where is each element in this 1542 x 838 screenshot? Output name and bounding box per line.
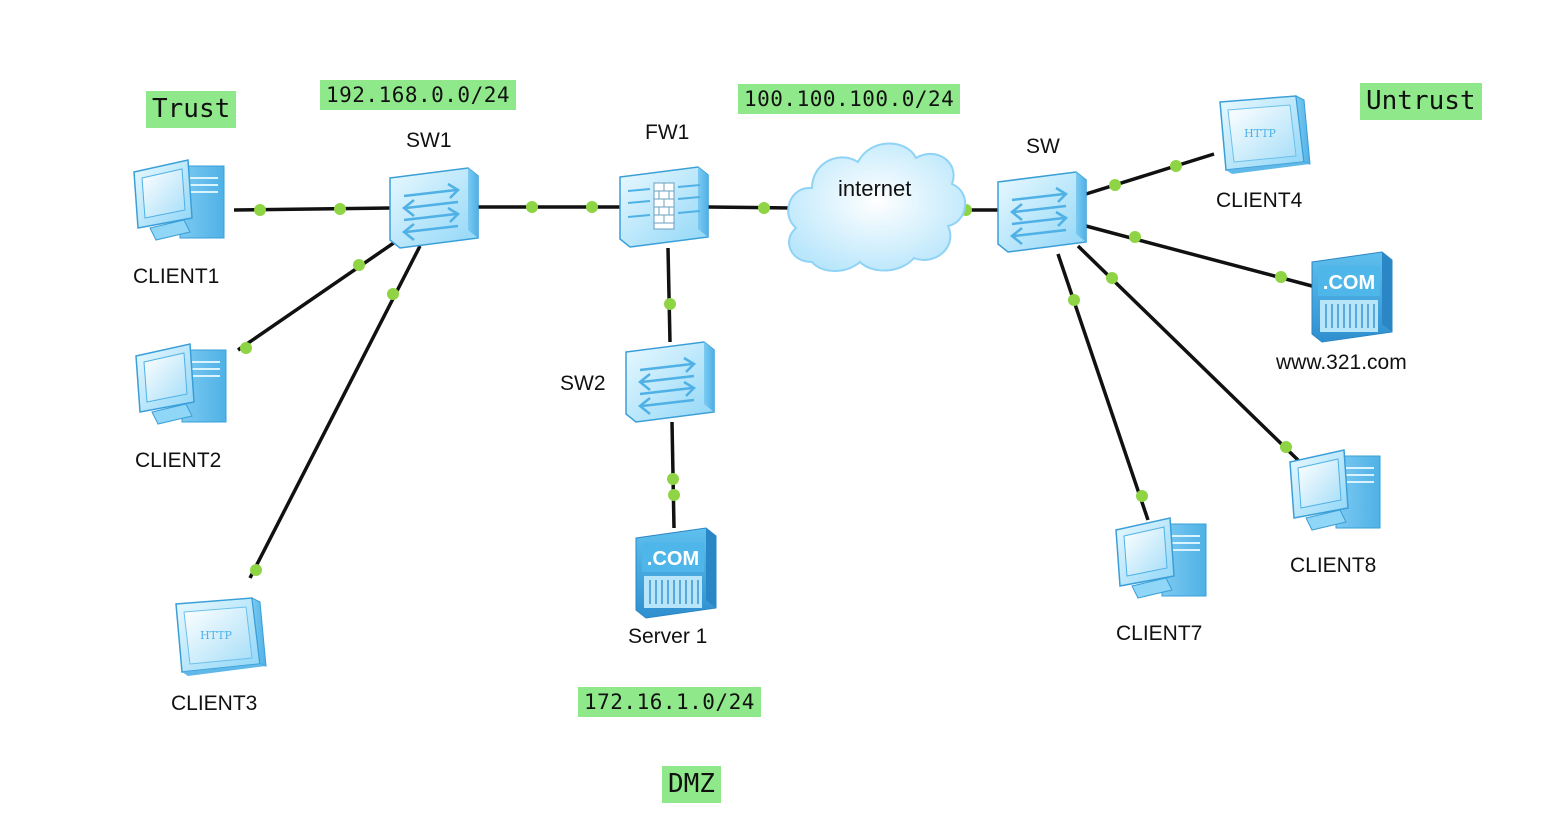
port-dot <box>1275 271 1287 283</box>
server1-label: Server 1 <box>628 625 708 648</box>
dmz-zone-label: DMZ <box>662 766 721 803</box>
client2-pc-icon[interactable] <box>135 343 227 425</box>
port-dot <box>1280 441 1292 453</box>
client3-label: CLIENT3 <box>171 692 258 715</box>
port-dot <box>664 298 676 310</box>
www-com-icon[interactable] <box>1311 251 1393 343</box>
link-sw-client7 <box>1056 253 1150 521</box>
fw1-label: FW1 <box>645 121 690 144</box>
client1-label: CLIENT1 <box>133 265 220 288</box>
sw2-label: SW2 <box>560 372 606 395</box>
client4-label: CLIENT4 <box>1216 189 1303 212</box>
link-fw1-sw2 <box>666 247 672 343</box>
port-dot <box>1109 179 1121 191</box>
link-client2-sw1 <box>237 238 399 352</box>
port-dot <box>526 201 538 213</box>
internet-label: internet <box>838 176 912 201</box>
www-label: www.321.com <box>1276 351 1407 374</box>
trust-network-label: 192.168.0.0/24 <box>320 80 517 111</box>
port-dot <box>1136 490 1148 502</box>
link-sw-www <box>1085 224 1313 288</box>
client1-pc-icon[interactable] <box>133 159 225 241</box>
port-dot <box>387 288 399 300</box>
client8-pc-icon[interactable] <box>1289 449 1381 531</box>
port-dot <box>334 203 346 215</box>
client7-label: CLIENT7 <box>1116 622 1203 645</box>
client2-label: CLIENT2 <box>135 449 222 472</box>
sw-switch-icon[interactable] <box>996 170 1088 254</box>
sw1-label: SW1 <box>406 129 452 152</box>
port-dot <box>667 473 679 485</box>
sw2-switch-icon[interactable] <box>624 340 716 424</box>
port-dot <box>250 564 262 576</box>
port-dot <box>1170 160 1182 172</box>
sw1-switch-icon[interactable] <box>388 166 480 250</box>
server1-com-icon[interactable] <box>635 527 717 619</box>
client4-http-icon[interactable] <box>1219 95 1311 175</box>
fw1-firewall-icon[interactable] <box>619 166 709 248</box>
port-dots <box>240 160 1292 576</box>
port-dot <box>586 201 598 213</box>
port-dot <box>1106 272 1118 284</box>
port-dot <box>240 342 252 354</box>
client8-label: CLIENT8 <box>1290 554 1377 577</box>
port-dot <box>668 489 680 501</box>
trust-zone-label: Trust <box>146 91 237 128</box>
port-dot <box>254 204 266 216</box>
sw-label: SW <box>1026 135 1060 158</box>
internet-network-label: 100.100.100.0/24 <box>738 84 961 115</box>
client7-pc-icon[interactable] <box>1115 517 1207 599</box>
dmz-network-label: 172.16.1.0/24 <box>578 687 761 718</box>
port-dot <box>1068 294 1080 306</box>
link-client3-sw1 <box>248 245 422 579</box>
port-dot <box>758 202 770 214</box>
port-dot <box>353 259 365 271</box>
link-fw1-internet <box>707 205 793 210</box>
client3-http-icon[interactable] <box>175 597 267 677</box>
port-dot <box>1129 231 1141 243</box>
link-sw-client4 <box>1085 152 1215 196</box>
internet-cloud-icon[interactable] <box>787 142 967 272</box>
untrust-zone-label: Untrust <box>1360 83 1482 120</box>
